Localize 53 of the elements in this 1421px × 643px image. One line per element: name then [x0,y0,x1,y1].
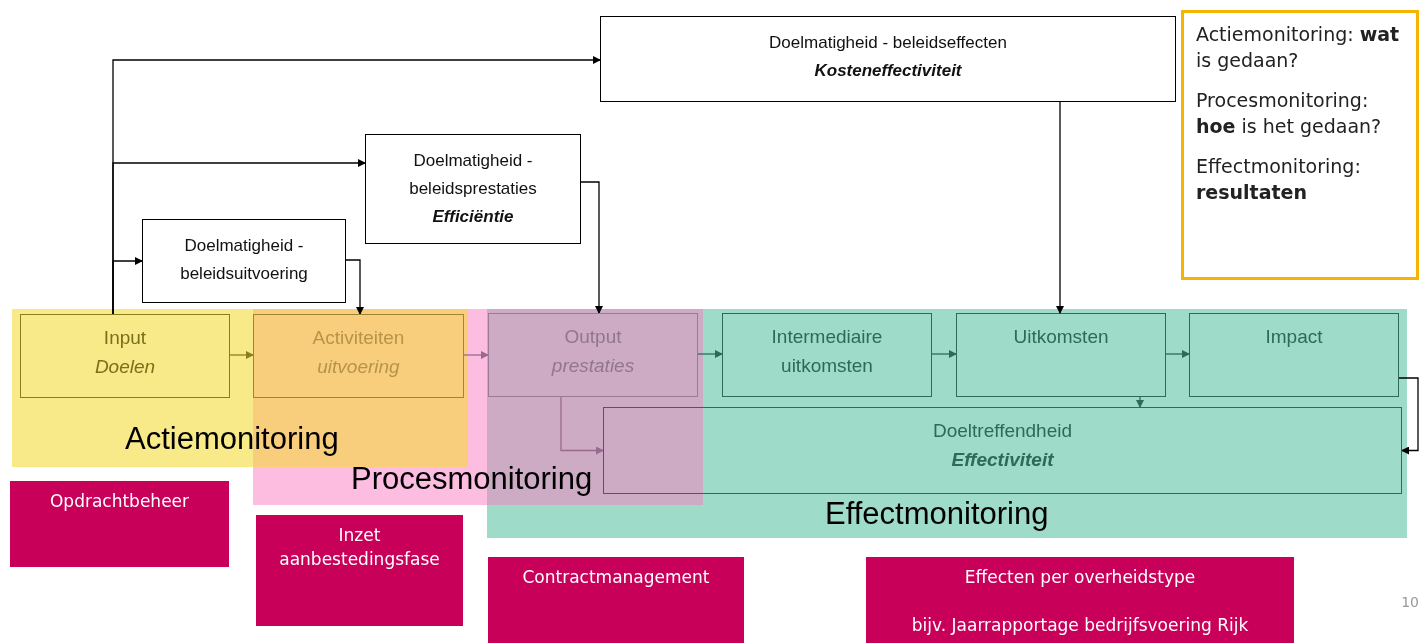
box-text: Uitkomsten [1013,325,1109,349]
box-text: Kosteneffectiviteit [814,60,962,82]
process-box [142,219,346,303]
arrow [1398,377,1419,455]
arrow [229,351,254,359]
box-text: Doeltreffendheid [932,419,1073,443]
box-text: Efficiëntie [432,206,514,228]
band-label: Procesmonitoring [351,461,593,497]
process-box [1189,313,1399,397]
tool-box [10,481,229,567]
box-text: prestaties [551,354,635,378]
tool-box [866,557,1294,643]
box-text: Doelmatigheid - beleidsuitvoering [179,235,309,285]
process-box [956,313,1166,397]
box-text: Intermediaire uitkomsten [770,325,884,378]
arrow [463,351,489,359]
box-text: Activiteiten [312,326,405,350]
box-text: Opdrachtbeheer [49,490,190,513]
band-label: Actiemonitoring [125,421,339,457]
box-text: Effectiviteit [951,448,1054,472]
box-text: Output [564,325,622,349]
box-text: uitvoering [317,355,400,379]
box-text: Doelmatigheid - beleidsprestaties [408,150,538,200]
box-text: Impact [1265,325,1323,349]
process-box [365,134,581,244]
band-label: Effectmonitoring [825,496,1049,532]
process-box [20,314,230,398]
process-box [600,16,1176,102]
box-text: Contractmanagement [522,566,710,589]
box-text: Doelen [94,355,156,379]
arrow [345,259,364,315]
note-text: Effectmonitoring: resultaten [1196,154,1362,205]
note-text: Actiemonitoring: wat is gedaan? [1196,22,1401,73]
box-text: Input [103,326,147,350]
arrow [1136,396,1144,408]
note-box [1181,10,1419,280]
note-text: Procesmonitoring: hoe is het gedaan? [1196,88,1383,139]
tool-box [488,557,744,643]
tool-box [256,515,463,626]
page-number: 10 [1401,593,1419,612]
arrow [1165,350,1190,358]
arrow [697,350,723,358]
box-text: Inzet aanbestedingsfase [278,524,441,571]
box-text: bijv. Jaarrapportage bedrijfsvoering Rijk [911,614,1249,637]
arrow [112,257,143,315]
arrow [580,181,603,314]
process-box [722,313,932,397]
box-text: Doelmatigheid - beleidseffecten [769,32,1007,54]
arrow [1056,101,1064,314]
monitoring-band [12,309,468,467]
arrow [931,350,957,358]
arrow [560,396,604,455]
box-text: Effecten per overheidstype [964,566,1196,589]
